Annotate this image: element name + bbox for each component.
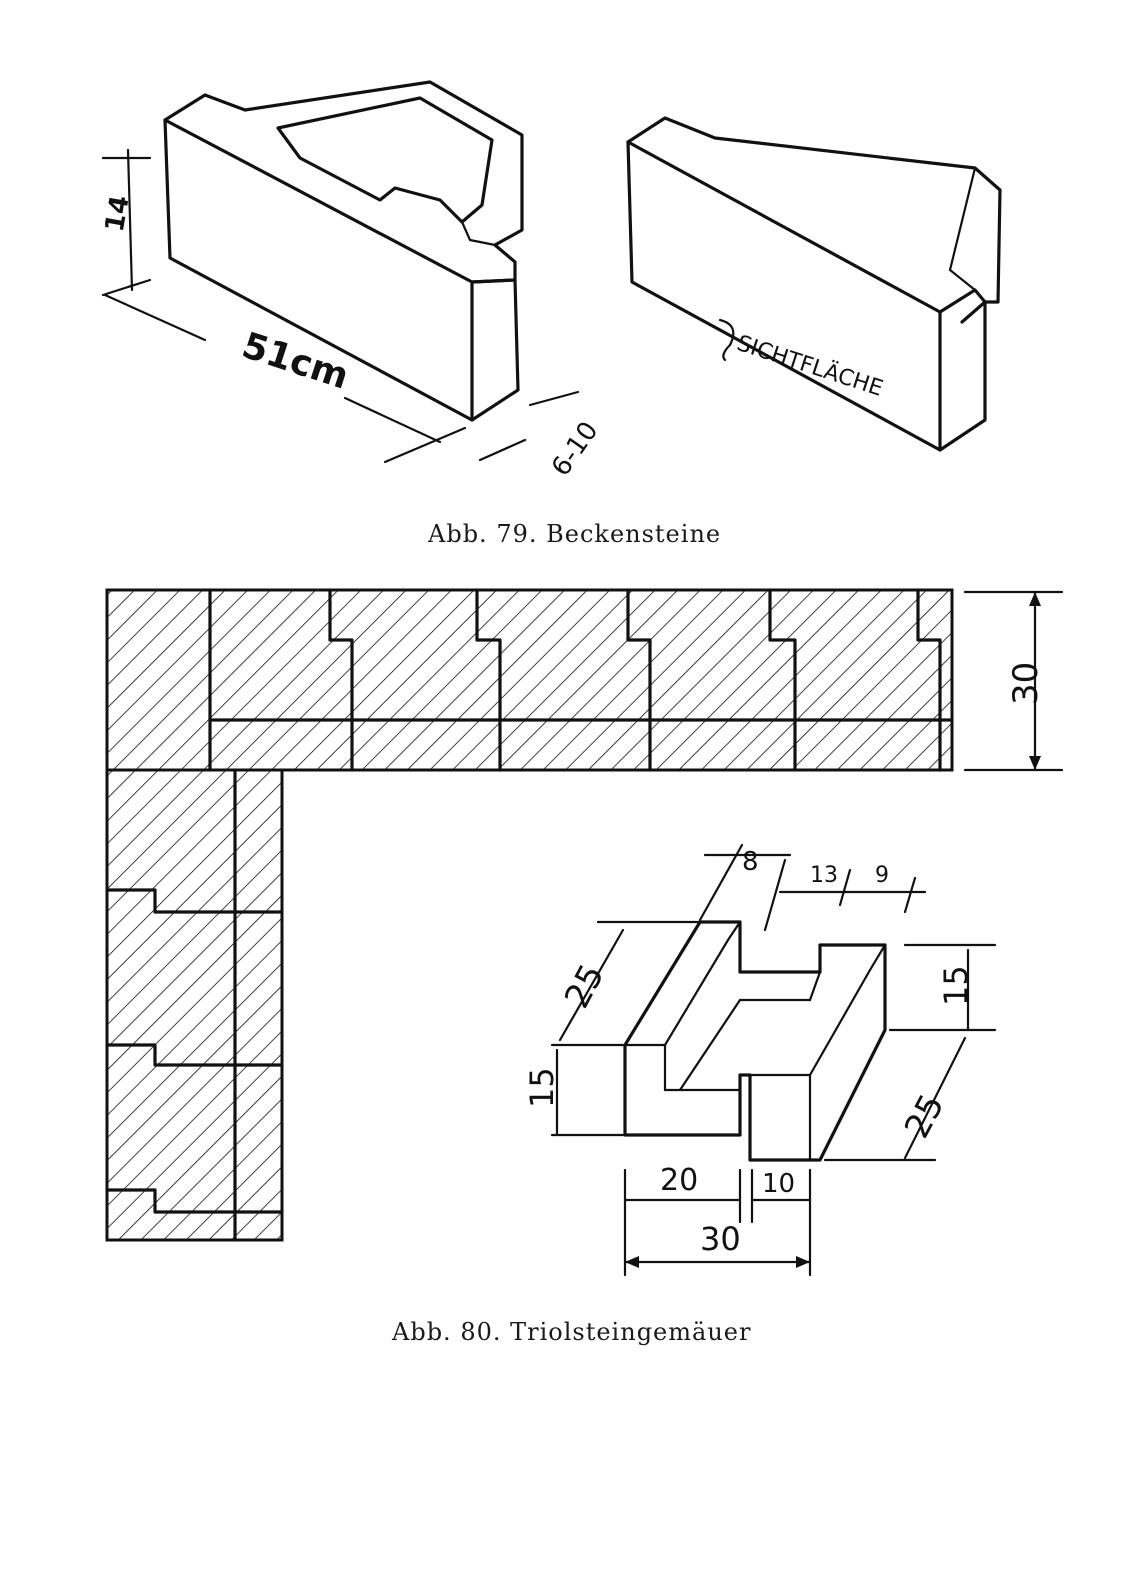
dim-wall-30: 30 — [963, 590, 1064, 772]
label-sichtflaeche: SICHTFLÄCHE — [734, 330, 886, 402]
label-length: 51cm — [237, 325, 353, 398]
wall-plan — [105, 588, 954, 1242]
dim-30-bottom: 30 — [700, 1220, 741, 1258]
caption-figure-79: Abb. 79. Beckensteine — [428, 520, 722, 548]
label-wall-thickness: 30 — [1006, 662, 1046, 705]
dim-8: 8 — [742, 847, 759, 877]
label-width: 6-10 — [546, 416, 604, 482]
basin-stone-right: SICHTFLÄCHE — [626, 116, 1002, 452]
dim-width-6-10: 6-10 — [478, 390, 604, 482]
triol-stone — [623, 920, 887, 1162]
dim-15-right: 15 — [937, 965, 975, 1006]
dim-10: 10 — [762, 1169, 795, 1199]
dim-height-14: 14 — [100, 148, 152, 297]
dim-25-left: 25 — [557, 958, 613, 1015]
dim-13: 13 — [810, 863, 838, 888]
basin-stone-left — [163, 80, 524, 422]
dim-15-left: 15 — [523, 1067, 561, 1108]
dim-25-right: 25 — [897, 1088, 953, 1145]
dim-20: 20 — [660, 1163, 698, 1198]
dim-9: 9 — [875, 863, 889, 888]
caption-figure-80: Abb. 80. Triolsteingemäuer — [392, 1318, 752, 1346]
triol-dims: 8 13 9 25 15 15 25 20 10 — [523, 843, 997, 1277]
label-height: 14 — [100, 193, 136, 234]
